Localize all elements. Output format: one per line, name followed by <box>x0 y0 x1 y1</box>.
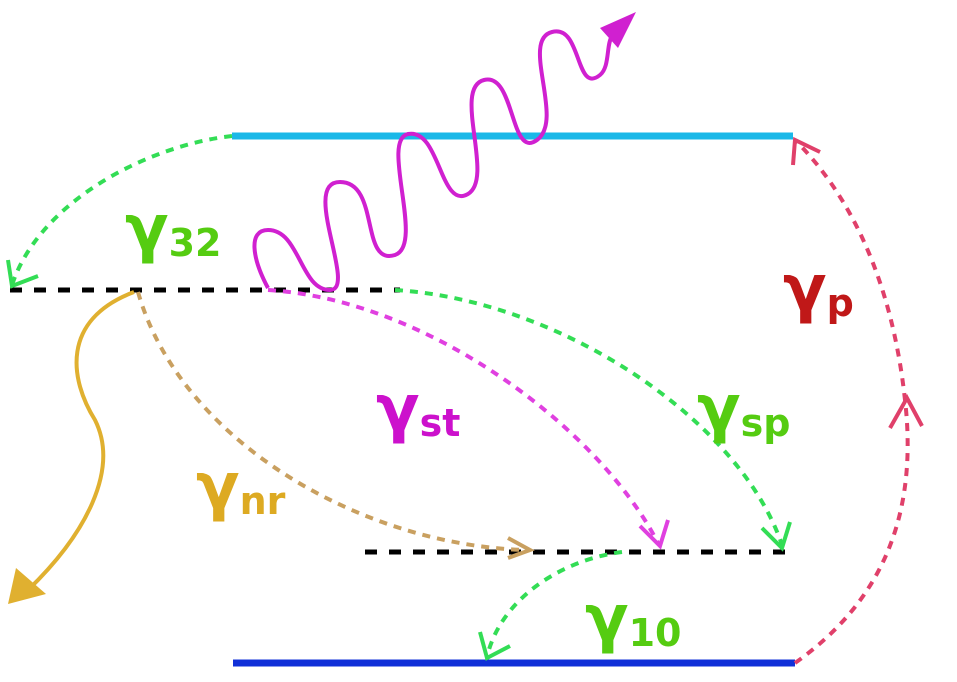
gamma-32-arrowhead <box>6 259 39 289</box>
gamma-p-subscript: p <box>827 281 854 325</box>
gamma-32-label: γ32 <box>125 192 221 266</box>
gamma-sp-label: γsp <box>697 372 790 446</box>
gamma-nr-arrowhead <box>507 536 535 560</box>
photon-arrowhead <box>600 12 636 48</box>
gamma-sp-arrow <box>394 288 784 546</box>
heat-arrowhead <box>8 568 46 604</box>
gamma-10-arrow <box>485 550 623 658</box>
gamma-st-arrowhead <box>638 519 670 550</box>
gamma-10-arrowhead <box>478 631 511 661</box>
gamma-p-symbol: γ <box>783 252 827 326</box>
gamma-p-arrow <box>793 138 910 665</box>
gamma-st-symbol: γ <box>376 372 420 446</box>
gamma-nr-label: γnr <box>196 450 286 524</box>
gamma-p-arrowhead-top <box>791 136 821 166</box>
gamma-sp-arrowhead <box>760 521 792 552</box>
gamma-p-label: γp <box>783 252 854 326</box>
gamma-p-arrowhead-mid <box>888 393 924 429</box>
gamma-st-arrow <box>267 288 660 544</box>
gamma-32-arrow <box>10 134 233 286</box>
gamma-st-label: γst <box>376 372 460 446</box>
gamma-sp-symbol: γ <box>697 372 741 446</box>
gamma-10-subscript: 10 <box>629 611 682 655</box>
gamma-st-subscript: st <box>420 401 461 445</box>
photon-wave <box>252 29 614 292</box>
heat-wave <box>26 290 135 592</box>
gamma-sp-subscript: sp <box>741 401 791 445</box>
gamma-32-subscript: 32 <box>169 221 222 265</box>
gamma-nr-arrow <box>136 291 526 552</box>
gamma-nr-symbol: γ <box>196 450 240 524</box>
gamma-nr-subscript: nr <box>240 479 286 523</box>
gamma-10-symbol: γ <box>585 582 629 656</box>
gamma-10-label: γ10 <box>585 582 681 656</box>
gamma-32-symbol: γ <box>125 192 169 266</box>
